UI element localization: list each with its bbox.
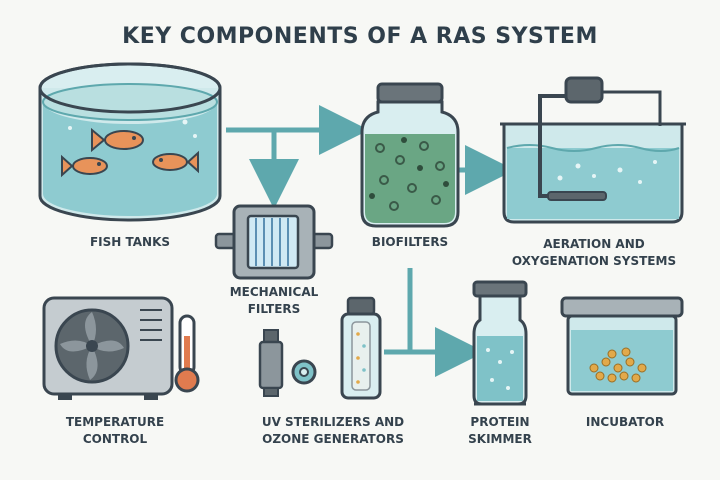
- label-biofilters: BIOFILTERS: [348, 234, 472, 251]
- label-line: BIOFILTERS: [371, 235, 449, 249]
- uv-sterilizer-icon: [258, 329, 284, 397]
- label-line: INCUBATOR: [585, 415, 665, 429]
- thermometer-icon: [174, 314, 200, 393]
- fish-icon: [152, 150, 199, 174]
- label-line: OXYGENATION SYSTEMS: [511, 254, 677, 268]
- label-temperature-control: TEMPERATURE CONTROL: [40, 414, 190, 448]
- biofilter-icon: [360, 82, 460, 228]
- flow-arrows: [226, 105, 515, 377]
- label-line: AERATION AND: [543, 237, 645, 251]
- label-line: SKIMMER: [468, 432, 532, 446]
- label-mechanical-filters: MECHANICAL FILTERS: [204, 284, 344, 318]
- label-line: PROTEIN: [470, 415, 530, 429]
- ozone-generator-icon: [340, 296, 382, 400]
- protein-skimmer-icon: [472, 280, 528, 406]
- diagram-title: KEY COMPONENTS OF A RAS SYSTEM: [122, 24, 598, 49]
- label-line: UV STERILIZERS AND: [261, 415, 405, 429]
- label-incubator: INCUBATOR: [570, 414, 680, 431]
- incubator-icon: [560, 296, 684, 396]
- label-line: CONTROL: [82, 432, 148, 446]
- label-line: OZONE GENERATORS: [262, 432, 404, 446]
- label-uv-ozone: UV STERILIZERS AND OZONE GENERATORS: [236, 414, 430, 448]
- label-aeration: AERATION AND OXYGENATION SYSTEMS: [504, 236, 684, 270]
- label-protein-skimmer: PROTEIN SKIMMER: [450, 414, 550, 448]
- fish-tank-icon: [38, 62, 222, 222]
- temperature-control-icon: [42, 296, 174, 400]
- fish-icon: [61, 154, 108, 178]
- ozone-ring-icon: [291, 359, 317, 385]
- label-line: MECHANICAL: [229, 285, 319, 299]
- label-line: FISH TANKS: [89, 235, 171, 249]
- aeration-system-icon: [500, 76, 686, 224]
- label-fish-tanks: FISH TANKS: [50, 234, 210, 251]
- mechanical-filter-icon: [214, 204, 334, 280]
- label-line: FILTERS: [247, 302, 301, 316]
- fish-icon: [91, 127, 144, 153]
- label-line: TEMPERATURE: [65, 415, 165, 429]
